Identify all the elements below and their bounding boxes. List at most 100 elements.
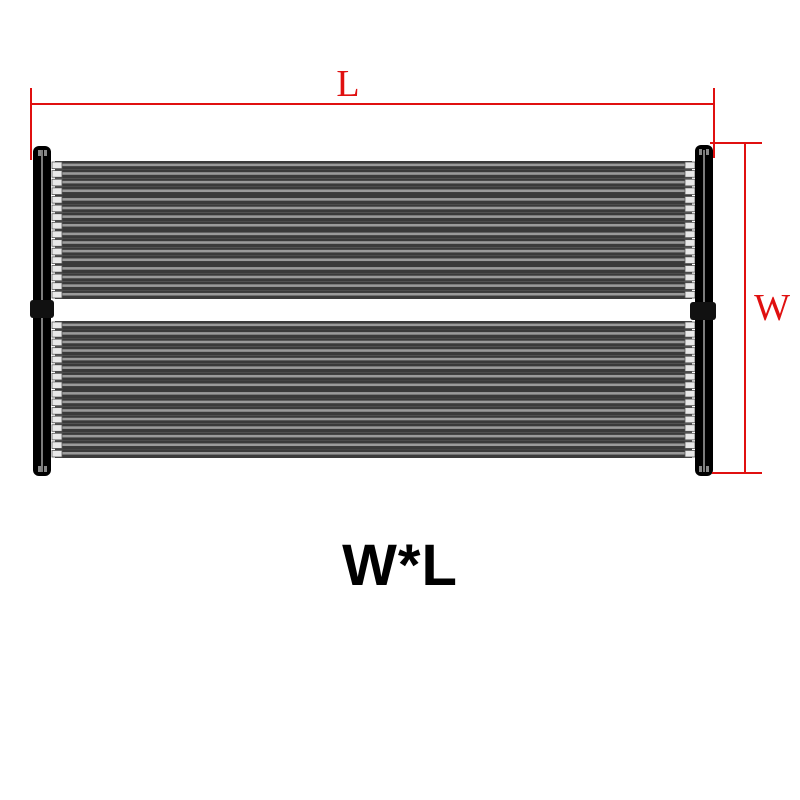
tube-connector-left: [51, 398, 63, 407]
tube-connector-left: [51, 372, 63, 381]
tube-connector-right: [684, 290, 696, 299]
tube-connector-right: [684, 213, 696, 221]
tube-connector-left: [51, 196, 63, 204]
tube-highlight: [55, 223, 692, 227]
tube-connector-right: [684, 256, 696, 264]
tube-highlight: [55, 284, 692, 287]
tube-highlight: [55, 241, 692, 244]
tube-connector-right: [684, 398, 696, 407]
tube-highlight: [55, 206, 692, 210]
tube-connector-right: [684, 338, 696, 347]
tube-highlight: [55, 258, 692, 262]
tube-connector-left: [51, 187, 63, 195]
tube-connector-left: [51, 415, 63, 424]
tube-connector-left: [51, 338, 63, 347]
width-label: W: [754, 287, 790, 329]
tube-highlight: [55, 366, 692, 369]
tube-highlight: [55, 374, 692, 378]
tube-connector-left: [51, 364, 63, 372]
tube-connector-right: [684, 247, 696, 256]
tube-highlight: [55, 409, 692, 412]
tube-connector-left: [51, 178, 63, 187]
tube-connector-right: [684, 204, 696, 213]
tube-connector-right: [684, 273, 696, 282]
tube-connector-right: [684, 450, 696, 458]
tube-connector-left: [51, 347, 63, 355]
tube-connector-right: [684, 330, 696, 338]
tube-connector-left: [51, 204, 63, 213]
length-dimension: L: [30, 63, 715, 160]
tube-connector-left: [51, 441, 63, 449]
tube-connector-left: [51, 355, 63, 364]
tube-connector-right: [684, 196, 696, 204]
tube-connector-left: [51, 213, 63, 221]
left-header-pipe: [30, 146, 54, 476]
tube-highlight: [55, 292, 692, 296]
tube-highlight: [55, 198, 692, 201]
tube-connector-right: [684, 372, 696, 381]
tube-connector-left: [51, 221, 63, 230]
tube-connector-right: [684, 221, 696, 230]
tube-highlight: [55, 434, 692, 438]
tube-highlight: [55, 349, 692, 352]
tube-connector-left: [51, 290, 63, 299]
tube-highlight: [55, 275, 692, 279]
tube-connector-right: [684, 347, 696, 355]
tube-highlight: [55, 400, 692, 404]
tube-connector-right: [684, 407, 696, 415]
tube-connector-left: [51, 265, 63, 273]
tube-highlight: [55, 340, 692, 344]
tube-connector-left: [51, 161, 63, 170]
right-header-pipe: [690, 145, 716, 476]
tube-highlight: [55, 426, 692, 429]
tube-connector-left: [51, 282, 63, 290]
tube-highlight: [55, 357, 692, 361]
tube-connector-right: [684, 432, 696, 441]
tube-connector-right: [684, 178, 696, 187]
tube-connector-right: [684, 441, 696, 449]
tube-connector-right: [684, 230, 696, 239]
tube-highlight: [55, 417, 692, 421]
tube-connector-left: [51, 230, 63, 239]
tube-connector-right: [684, 424, 696, 432]
tube-connector-left: [51, 256, 63, 264]
width-dimension: W: [710, 142, 790, 474]
tube-connector-right: [684, 364, 696, 372]
tube-connector-left: [51, 407, 63, 415]
tube-connector-left: [51, 381, 63, 389]
tube-connector-right: [684, 321, 696, 329]
tube-highlight: [55, 267, 692, 270]
tube-highlight: [55, 163, 692, 167]
tube-highlight: [55, 232, 692, 236]
tube-highlight: [55, 383, 692, 387]
tube-array: [51, 161, 696, 458]
tube-connector-right: [684, 355, 696, 364]
tube-connector-right: [684, 282, 696, 290]
tube-connector-left: [51, 432, 63, 441]
tube-connector-left: [51, 170, 63, 178]
tube-connector-right: [684, 170, 696, 178]
tube-connector-right: [684, 381, 696, 389]
tube-connector-right: [684, 187, 696, 195]
tube-highlight: [55, 215, 692, 218]
tube-connector-left: [51, 424, 63, 432]
tube-connector-left: [51, 390, 63, 398]
tube-connector-right: [684, 239, 696, 247]
tube-highlight: [55, 172, 692, 175]
tube-highlight: [55, 249, 692, 253]
tube-highlight: [55, 189, 692, 193]
tube-connector-left: [51, 330, 63, 338]
tube-connector-left: [51, 273, 63, 282]
size-caption: W*L: [342, 533, 458, 598]
tube-connector-left: [51, 321, 63, 329]
tube-connector-right: [684, 390, 696, 398]
tube-highlight: [55, 323, 692, 327]
tube-highlight: [55, 392, 692, 395]
length-label: L: [336, 63, 359, 105]
tube-connector-left: [51, 247, 63, 256]
tube-highlight: [55, 332, 692, 335]
tube-highlight: [55, 443, 692, 447]
tube-connector-right: [684, 415, 696, 424]
